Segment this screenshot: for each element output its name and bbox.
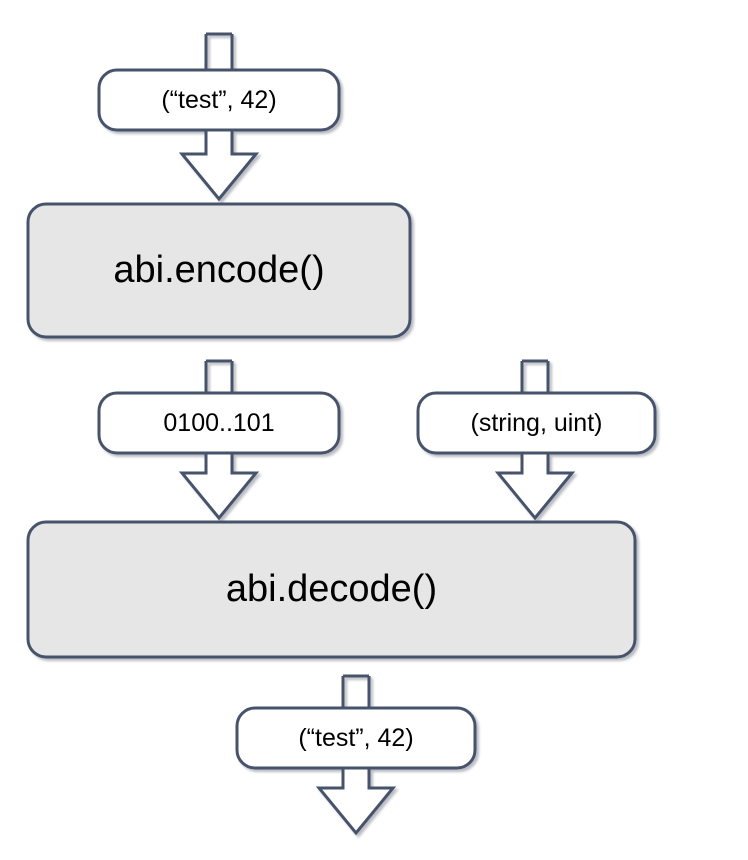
node-abi-decode[interactable] bbox=[26, 520, 637, 659]
node-encoded-bytes[interactable] bbox=[97, 391, 341, 455]
connector-arrow-encoded-to-decode bbox=[178, 449, 260, 521]
node-type-tuple[interactable] bbox=[416, 391, 657, 455]
node-input-tuple-top[interactable] bbox=[97, 68, 341, 132]
connector-stem-into-input-tuple bbox=[204, 32, 234, 72]
connector-arrow-type-to-decode bbox=[494, 449, 576, 521]
connector-arrow-output-downward bbox=[315, 764, 397, 836]
connector-stem-into-encoded-bytes bbox=[204, 359, 234, 395]
node-abi-encode[interactable] bbox=[26, 202, 412, 339]
connector-stem-into-type-tuple bbox=[520, 359, 550, 395]
connector-arrow-input-to-encode bbox=[178, 126, 260, 202]
connector-stem-into-output-tuple bbox=[341, 674, 371, 710]
node-output-tuple-bottom[interactable] bbox=[235, 706, 477, 770]
